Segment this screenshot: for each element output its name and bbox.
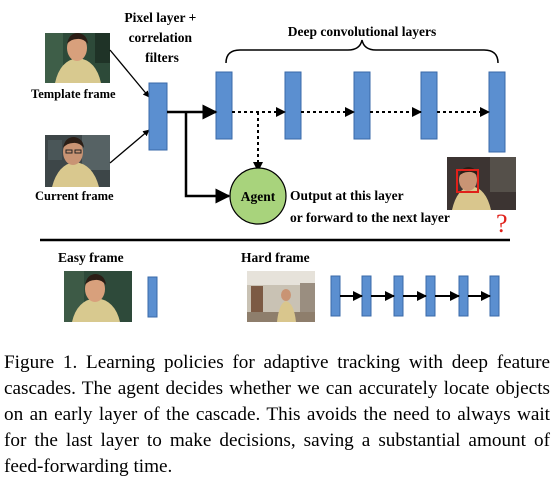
conv-layer-2: [284, 71, 302, 140]
output-decision-label: Output at this layer or forward to the n…: [290, 188, 450, 225]
current-frame-label: Current frame: [35, 189, 114, 203]
figure-caption: Figure 1. Learning policies for adaptive…: [4, 352, 550, 477]
template-frame-label: Template frame: [31, 87, 116, 101]
conv-layer-3: [353, 71, 371, 140]
template-to-pixel-arrow: [109, 49, 150, 98]
easy-frame-image: [64, 271, 132, 322]
hard-frame-layer-block-4: [425, 275, 436, 317]
template-frame-image: [45, 33, 110, 83]
pixel-to-agent-arrow: [184, 112, 231, 204]
tracking-result-image: [447, 157, 516, 210]
hard-frame-layer-block-3: [393, 275, 404, 317]
current-frame-image: [45, 135, 110, 187]
hard-frame-label: Hard frame: [241, 250, 310, 265]
conv-layer-1: [215, 71, 233, 140]
easy-frame-layer-block: [147, 276, 158, 318]
agent-node: [229, 167, 287, 225]
conv-layer-4: [420, 71, 438, 140]
tracking-box: [456, 169, 479, 193]
pixel-layer-label: Pixel layer + correlation filters: [124, 10, 199, 65]
easy-frame-label: Easy frame: [58, 250, 124, 265]
hard-frame-layer-block-5: [458, 275, 469, 317]
deep-layers-label: Deep convolutional layers: [288, 24, 437, 39]
current-to-pixel-arrow: [109, 129, 150, 164]
deep-layers-brace: [225, 39, 499, 64]
hard-frame-layer-block-6: [489, 275, 500, 317]
hard-frame-layer-block-1: [330, 275, 341, 317]
agent-label: Agent: [241, 189, 276, 204]
diagram: Template frame Current frame Pixel layer…: [31, 10, 516, 322]
hard-frame-layer-block-2: [361, 275, 372, 317]
conv-layer-5: [488, 71, 506, 153]
pixel-layer-block: [148, 82, 168, 151]
hard-frame-image: [247, 271, 315, 322]
question-mark: ?: [496, 209, 508, 238]
